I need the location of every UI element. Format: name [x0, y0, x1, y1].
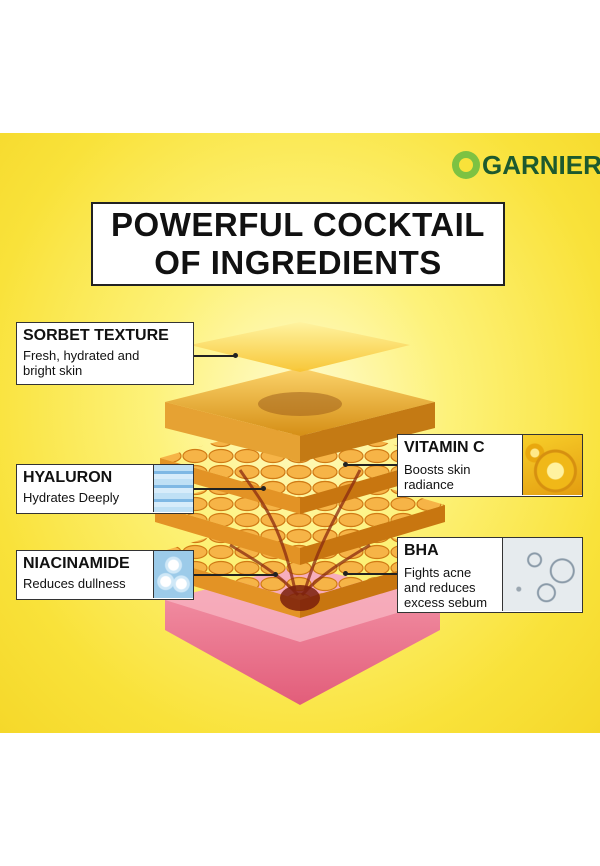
label-niacinamide: NIACINAMIDE Reduces dullness [16, 550, 194, 600]
title-line-1: POWERFUL COCKTAIL [111, 206, 485, 243]
ingredient-desc: Fresh, hydrated and [23, 348, 140, 363]
sorbet-slab [165, 368, 435, 462]
connector-niacinamide [193, 574, 275, 576]
connector-dot-bha [343, 571, 348, 576]
label-sorbet-texture: SORBET TEXTURE Fresh, hydrated and brigh… [16, 322, 194, 385]
connector-sorbet [193, 355, 235, 357]
ingredient-desc: Boosts skin [404, 462, 471, 477]
ingredient-desc: and reduces [404, 580, 476, 595]
bha-thumbnail [502, 538, 582, 611]
ingredient-desc: radiance [404, 477, 454, 492]
ingredient-desc: Reduces dullness [23, 576, 126, 591]
garnier-leaf-icon [452, 151, 480, 179]
hyaluron-thumbnail [153, 465, 193, 512]
connector-hyaluron [193, 488, 263, 490]
title-line-2: OF INGREDIENTS [154, 244, 442, 281]
ingredient-desc: Hydrates Deeply [23, 490, 120, 505]
ingredient-name: SORBET TEXTURE [23, 327, 169, 344]
connector-dot-hyaluron [261, 486, 266, 491]
ingredient-desc: bright skin [23, 363, 83, 378]
ingredient-name: HYALURON [23, 469, 113, 486]
garnier-logo: GARNIER [452, 148, 600, 182]
ingredient-name: NIACINAMIDE [23, 555, 130, 572]
niacinamide-thumbnail [153, 551, 193, 598]
ingredient-desc: excess sebum [404, 595, 488, 610]
ingredient-desc: Fights acne [404, 565, 472, 580]
vitamin-c-thumbnail [522, 435, 582, 495]
sorbet-top-sheet [190, 322, 410, 372]
connector-dot-vitamin-c [343, 462, 348, 467]
connector-bha [345, 573, 398, 575]
label-vitamin-c: VITAMIN C Boosts skin radiance [397, 434, 583, 497]
label-hyaluron: HYALURON Hydrates Deeply [16, 464, 194, 514]
connector-vitamin-c [345, 464, 398, 466]
serum-core [280, 585, 320, 611]
title-box: POWERFUL COCKTAIL OF INGREDIENTS [91, 202, 505, 286]
connector-dot-sorbet [233, 353, 238, 358]
connector-dot-niacinamide [273, 572, 278, 577]
ingredient-name: BHA [404, 542, 439, 559]
ingredient-name: VITAMIN C [404, 439, 485, 456]
brand-name: GARNIER [482, 149, 600, 180]
label-bha: BHA Fights acne and reduces excess sebum [397, 537, 583, 613]
